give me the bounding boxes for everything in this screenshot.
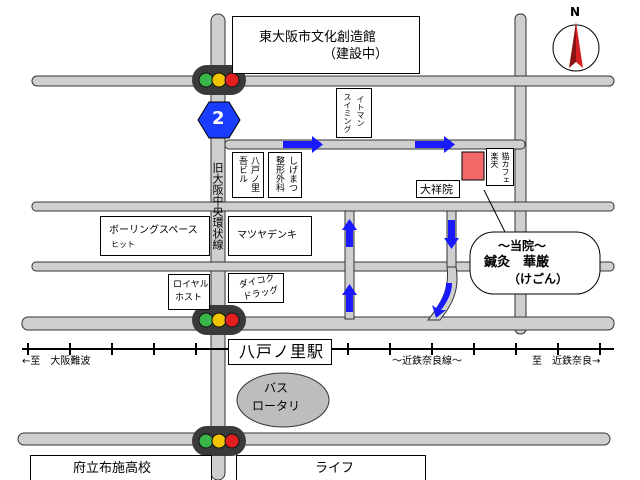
- third-horizontal-road: [31, 201, 615, 212]
- taishoin-name: 大祥院: [420, 183, 453, 196]
- station-name: 八戸ノ里駅: [239, 342, 325, 361]
- life-name: ライフ: [315, 461, 355, 476]
- fuko-school-name: 府立布施高校: [73, 461, 152, 476]
- callout-clinic-name: 鍼灸 華厳: [484, 255, 550, 270]
- itoman-building: イトマン スイミング: [336, 88, 372, 138]
- hachinosato-building: 八戸ノ里 吾ビル: [232, 152, 264, 198]
- shigematsu-line1: しげまつ: [287, 156, 297, 192]
- royal-host-building: ロイヤル ホスト: [168, 274, 210, 310]
- fourth-horizontal-road: [31, 261, 615, 272]
- bowling-building: ボーリングスペース ヒット: [100, 216, 210, 256]
- matsuya-denki-building: マツヤデンキ: [228, 216, 312, 256]
- culture-center-building: 東大阪市文化創造館 （建設中）: [232, 16, 420, 74]
- route-sign: [197, 101, 241, 139]
- arrow-curve-down: [432, 283, 452, 318]
- fuko-school-building: 府立布施高校: [30, 455, 212, 480]
- culture-center-status: （建設中）: [323, 47, 389, 62]
- compass-icon: [552, 22, 600, 72]
- hachinosato-line2: 吾ビル: [237, 156, 247, 183]
- bottom-horizontal-road: [17, 432, 611, 446]
- traffic-light-station: [192, 305, 246, 335]
- bowling-name: ボーリングスペース: [109, 225, 198, 236]
- shigematsu-building: しげまつ 整形外科: [268, 152, 302, 198]
- station-front-road: [21, 316, 615, 331]
- taishoin-building: 大祥院: [416, 180, 460, 198]
- culture-center-name: 東大阪市文化創造館: [259, 30, 377, 45]
- shinkin-line1: 猫カフェ: [501, 152, 510, 184]
- old-road-label: 旧大阪中央環状線: [211, 162, 224, 250]
- shinkin-line2: 楽天: [490, 152, 499, 168]
- station-sign: 八戸ノ里駅: [228, 339, 332, 365]
- bus-rotary-line1: バス: [264, 381, 289, 395]
- side-street-1: [344, 210, 355, 320]
- railway-middle-label: ～近鉄奈良線～: [392, 356, 462, 367]
- hachinosato-line1: 八戸ノ里: [249, 156, 259, 192]
- railway-left-label: ←至 大阪難波: [22, 356, 91, 367]
- matsuya-denki-name: マツヤデンキ: [237, 230, 297, 241]
- bowling-subname: ヒット: [111, 240, 135, 249]
- itoman-line2: スイミング: [343, 93, 352, 133]
- arrow-down-1: [444, 220, 459, 249]
- callout-pointer: [483, 189, 506, 233]
- royal-host-line1: ロイヤル: [173, 280, 209, 290]
- daikoku-drug-building: ダイコク ドラッグ: [228, 273, 284, 303]
- shigematsu-line2: 整形外科: [274, 156, 284, 192]
- arrow-right-1: [283, 136, 323, 153]
- itoman-line1: イトマン: [356, 95, 365, 127]
- callout-reading: （けごん）: [508, 272, 569, 286]
- railway-right-label: 至 近鉄奈良→: [532, 356, 601, 367]
- compass-north-label: N: [570, 5, 581, 19]
- bus-rotary-line2: ロータリ: [252, 399, 301, 413]
- traffic-light-bottom: [192, 426, 246, 456]
- arrow-up-1: [342, 219, 357, 247]
- route-sign-number: 2: [212, 108, 225, 129]
- arrow-right-2: [415, 136, 455, 153]
- bus-rotary: [236, 372, 330, 428]
- arrow-up-2: [342, 284, 357, 312]
- life-building: ライフ: [236, 455, 426, 480]
- royal-host-line2: ホスト: [175, 293, 203, 303]
- shinkin-building: 猫カフェ 楽天: [486, 148, 514, 186]
- callout-title: ～当院～: [498, 239, 547, 253]
- clinic-marker: [461, 151, 485, 181]
- second-horizontal-road: [224, 139, 526, 150]
- top-horizontal-road: [31, 75, 615, 87]
- railway-ties: [27, 343, 601, 355]
- callout-bubble: [469, 231, 601, 295]
